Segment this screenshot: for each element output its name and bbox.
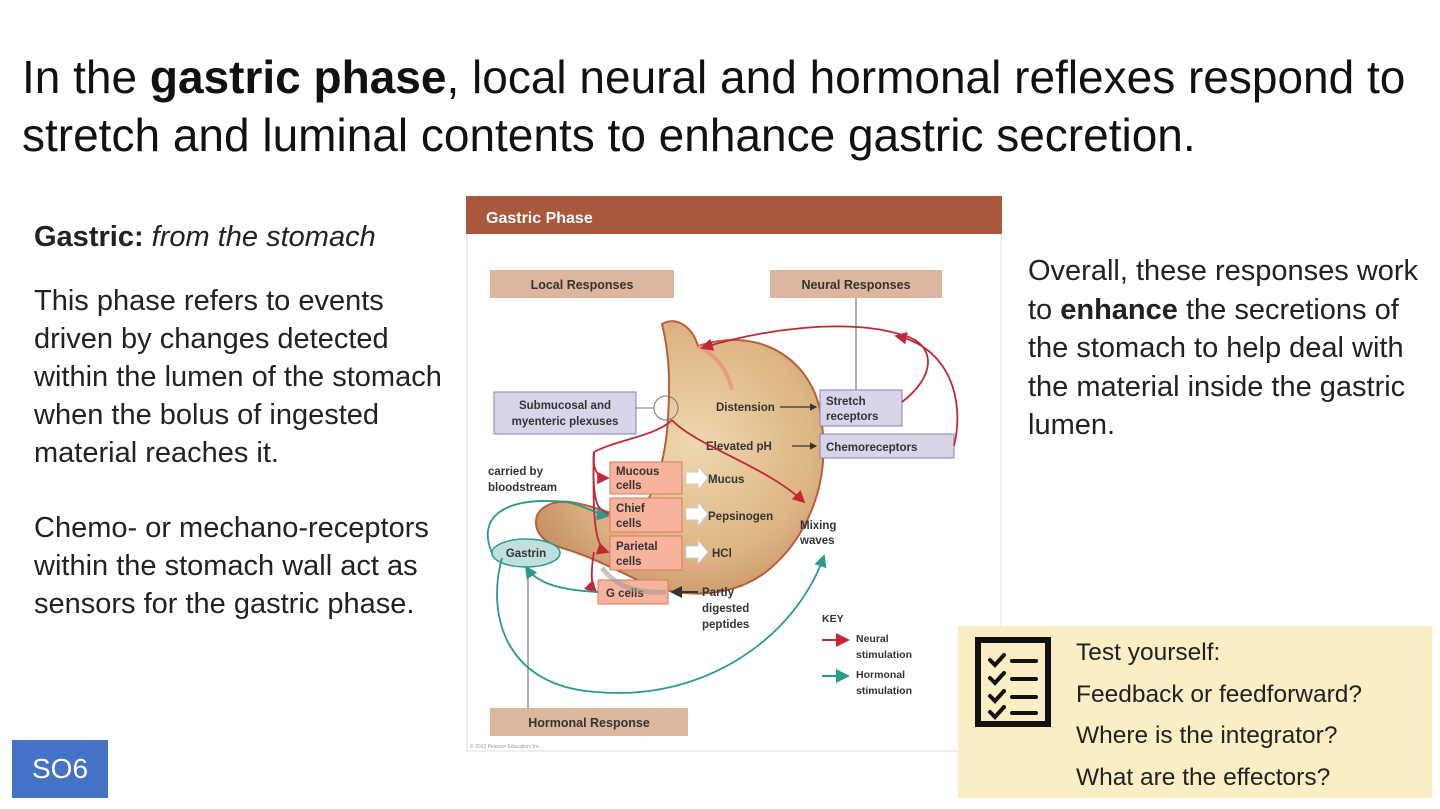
mucus-arrow <box>685 464 709 492</box>
key-hormonal-2: stimulation <box>856 685 912 697</box>
mucous-label-1: Mucous <box>616 466 659 478</box>
plexuses-label-2: myenteric plexuses <box>512 416 619 428</box>
parietal-cells-box <box>609 535 683 571</box>
gastrin-label: Gastrin <box>506 548 546 560</box>
neural-responses-label: Neural Responses <box>801 278 910 292</box>
test-question-3: What are the effectors? <box>1076 763 1331 791</box>
chemoreceptors-box <box>819 433 955 459</box>
test-question-1: Feedback or feedforward? <box>1076 680 1362 708</box>
so6-badge: SO6 <box>12 740 108 798</box>
plexuses-label-1: Submucosal and <box>519 400 611 412</box>
mixing-label-1: Mixing <box>800 520 836 532</box>
local-responses-label: Local Responses <box>531 278 634 292</box>
hormonal-response-label: Hormonal Response <box>528 716 650 730</box>
elevated-ph-label: Elevated pH <box>706 441 772 453</box>
neural-responses-box <box>770 270 942 298</box>
stretch-label-2: receptors <box>826 411 878 423</box>
chief-label-2: cells <box>616 518 642 530</box>
phase-description: This phase refers to events driven by ch… <box>34 285 442 469</box>
key-label: KEY <box>822 613 844 625</box>
slide-title: In the gastric phase, local neural and h… <box>22 51 1406 161</box>
partly-label-3: peptides <box>702 619 749 631</box>
key-neural-2: stimulation <box>856 649 912 661</box>
mucous-label-2: cells <box>616 480 642 492</box>
hcl-arrow <box>685 538 709 566</box>
key-hormonal-1: Hormonal <box>856 669 905 681</box>
parietal-label-1: Parietal <box>616 541 658 553</box>
key-neural-1: Neural <box>856 633 889 645</box>
hormonal-pathways <box>486 500 827 694</box>
mixing-label-2: waves <box>799 535 835 547</box>
plexuses-box <box>493 391 637 435</box>
mucous-cells-box <box>609 461 683 495</box>
definition: Gastric: from the stomach <box>34 221 376 253</box>
pepsinogen-label: Pepsinogen <box>708 511 773 523</box>
chief-cells-box <box>609 497 683 533</box>
receptor-description: Chemo- or mechano-receptors within the s… <box>34 512 429 620</box>
stretch-receptors-box <box>819 389 903 427</box>
mucus-label: Mucus <box>708 474 744 486</box>
carried-label-2: bloodstream <box>488 482 557 494</box>
feedback-shadow-arrow <box>600 566 667 595</box>
figure-header: Gastric Phase <box>486 210 593 227</box>
figure-copyright: © 2013 Pearson Education, Inc. <box>470 743 541 750</box>
gastric-phase-figure: Gastric Phase Local Responses Neural Res… <box>466 196 1002 752</box>
summary-emphasis: enhance <box>1060 293 1178 326</box>
test-question-2: Where is the integrator? <box>1076 722 1338 749</box>
neural-pathways <box>583 325 959 594</box>
distension-label: Distension <box>716 402 775 414</box>
pepsinogen-arrow <box>685 500 709 528</box>
parietal-label-2: cells <box>616 556 642 568</box>
figure-header-bar <box>466 196 1002 234</box>
partly-label-2: digested <box>702 603 749 615</box>
stretch-label-1: Stretch <box>826 396 866 408</box>
left-text-column: Gastric: from the stomach This phase ref… <box>34 218 464 660</box>
test-yourself-box: Test yourself: Feedback or feedforward? … <box>958 626 1432 798</box>
summary-text: Overall, these responses work to enhance… <box>1028 255 1419 441</box>
hcl-label: HCl <box>712 548 732 560</box>
chief-label-1: Chief <box>616 503 645 515</box>
partly-label-1: Partly <box>702 587 735 599</box>
test-heading: Test yourself: <box>1076 639 1221 666</box>
title-emphasis: gastric phase <box>149 51 447 103</box>
checklist-icon <box>975 637 1051 727</box>
hormonal-response-box <box>490 708 688 736</box>
chemoreceptors-label: Chemoreceptors <box>826 442 917 454</box>
carried-label-1: carried by <box>488 466 544 478</box>
local-responses-box <box>490 270 674 298</box>
